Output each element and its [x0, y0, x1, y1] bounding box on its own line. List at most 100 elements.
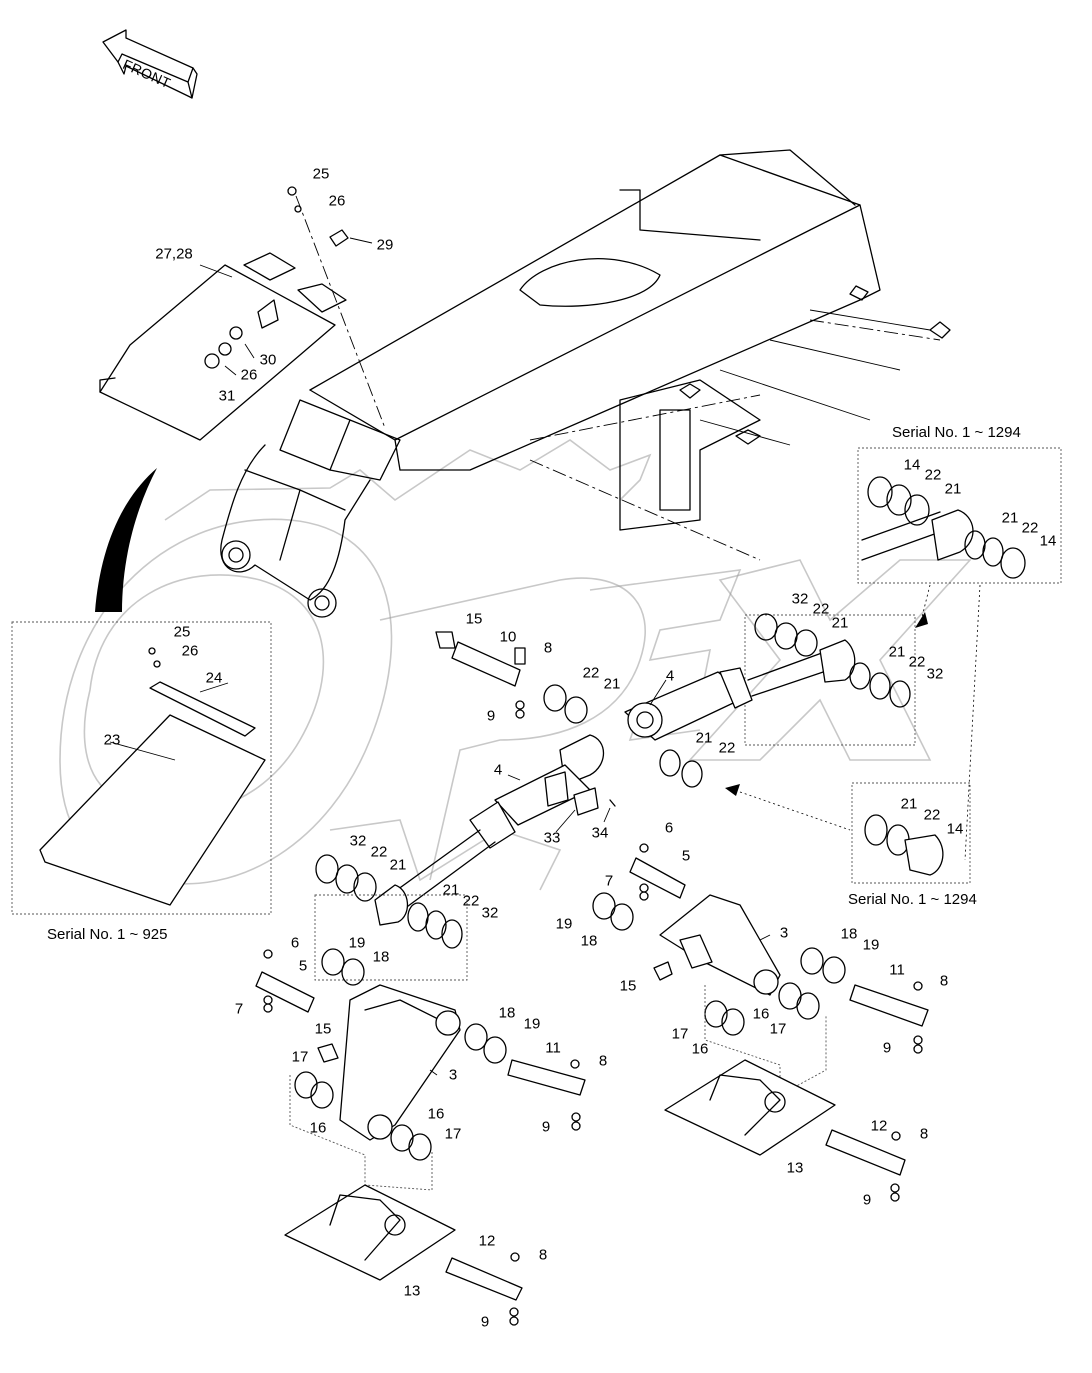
- callout-label: 17: [444, 1125, 462, 1143]
- frame: [220, 149, 951, 618]
- callout-label: 32: [481, 904, 499, 922]
- callout-label: 32: [926, 665, 944, 683]
- callout-label: 31: [218, 387, 236, 405]
- callout-label: 22: [1021, 519, 1039, 537]
- callout-label: 12: [870, 1117, 888, 1135]
- callout-label: 9: [882, 1039, 892, 1057]
- watermark: [59, 439, 972, 891]
- callout-label: 6: [290, 934, 300, 952]
- callout-label: 3: [779, 924, 789, 942]
- callout-label: 21: [603, 675, 621, 693]
- callout-label: 9: [486, 707, 496, 725]
- callout-label: 11: [545, 1039, 561, 1057]
- callout-label: 25: [173, 623, 191, 641]
- callout-label: 27,28: [155, 245, 193, 263]
- arrow-head-2: [725, 784, 740, 796]
- callout-label: 9: [480, 1313, 490, 1331]
- callout-label: 21: [944, 480, 962, 498]
- arrow-head-1: [915, 612, 928, 628]
- caption-serial-925: Serial No. 1 ~ 925: [47, 926, 168, 943]
- callout-label: 32: [791, 590, 809, 608]
- shoe-plate-right: [664, 1059, 906, 1202]
- callout-label: 15: [619, 977, 637, 995]
- callout-label: 14: [946, 820, 964, 838]
- detail-box-top: [857, 447, 1062, 584]
- detail-box-right: [851, 782, 971, 884]
- callout-label: 21: [1001, 509, 1019, 527]
- callout-label: 21: [831, 614, 849, 632]
- callout-label: 6: [664, 819, 674, 837]
- callout-label: 22: [370, 843, 388, 861]
- callout-label: 24: [205, 669, 223, 687]
- callout-label: 8: [543, 639, 553, 657]
- callout-label: 19: [862, 936, 880, 954]
- bracket-right: [592, 843, 929, 1096]
- callout-label: 16: [309, 1119, 327, 1137]
- callout-label: 21: [695, 729, 713, 747]
- callout-label: 22: [718, 739, 736, 757]
- cover-plate-top: [99, 186, 386, 441]
- front-arrow-icon: [102, 29, 198, 99]
- callout-label: 11: [889, 961, 905, 979]
- callout-label: 8: [598, 1052, 608, 1070]
- callout-label: 14: [1039, 532, 1057, 550]
- callout-label: 16: [427, 1105, 445, 1123]
- callout-label: 7: [234, 1000, 244, 1018]
- callout-label: 18: [840, 925, 858, 943]
- callout-label: 25: [312, 165, 330, 183]
- callout-label: 22: [924, 466, 942, 484]
- callout-label: 9: [541, 1118, 551, 1136]
- callout-label: 16: [752, 1005, 770, 1023]
- callout-label: 5: [681, 847, 691, 865]
- callout-label: 22: [923, 806, 941, 824]
- cylinder-lower: [314, 734, 616, 981]
- callout-label: 16: [691, 1040, 709, 1058]
- callout-label: 4: [493, 761, 503, 779]
- callout-label: 23: [103, 731, 121, 749]
- callout-label: 12: [478, 1232, 496, 1250]
- callout-label: 8: [538, 1246, 548, 1264]
- callout-label: 19: [555, 915, 573, 933]
- callout-label: 8: [919, 1125, 929, 1143]
- callout-label: 9: [862, 1191, 872, 1209]
- callout-label: 21: [900, 795, 918, 813]
- callout-label: 29: [376, 236, 394, 254]
- callout-label: 21: [389, 856, 407, 874]
- callout-label: 30: [259, 351, 277, 369]
- callout-label: 10: [499, 628, 517, 646]
- callout-label: 26: [240, 366, 258, 384]
- caption-serial-1294-top: Serial No. 1 ~ 1294: [892, 424, 1021, 441]
- mudflap-assembly: [11, 621, 272, 915]
- callout-label: 18: [580, 932, 598, 950]
- caption-serial-1294-bottom: Serial No. 1 ~ 1294: [848, 891, 977, 908]
- callout-label: 21: [442, 881, 460, 899]
- callout-label: 15: [465, 610, 483, 628]
- callout-label: 13: [786, 1159, 804, 1177]
- callout-label: 17: [769, 1020, 787, 1038]
- callout-label: 8: [939, 972, 949, 990]
- callout-label: 18: [372, 948, 390, 966]
- shoe-plate-left: [284, 1184, 523, 1326]
- callout-label: 3: [448, 1066, 458, 1084]
- callout-label: 32: [349, 832, 367, 850]
- cylinder-upper: [435, 613, 916, 788]
- callout-label: 7: [604, 872, 614, 890]
- callout-label: 22: [582, 664, 600, 682]
- callout-label: 19: [523, 1015, 541, 1033]
- callout-label: 22: [908, 653, 926, 671]
- callout-label: 5: [298, 957, 308, 975]
- callout-label: 17: [291, 1048, 309, 1066]
- callout-label: 22: [812, 600, 830, 618]
- callout-label: 21: [888, 643, 906, 661]
- callout-label: 26: [328, 192, 346, 210]
- callout-label: 22: [462, 892, 480, 910]
- callout-label: 13: [403, 1282, 421, 1300]
- leader-lines: [109, 237, 981, 1076]
- sweep-arc: [95, 468, 157, 612]
- callout-label: 34: [591, 824, 609, 842]
- callout-label: 4: [665, 667, 675, 685]
- callout-label: 18: [498, 1004, 516, 1022]
- bracket-left: [255, 948, 586, 1191]
- callout-label: 15: [314, 1020, 332, 1038]
